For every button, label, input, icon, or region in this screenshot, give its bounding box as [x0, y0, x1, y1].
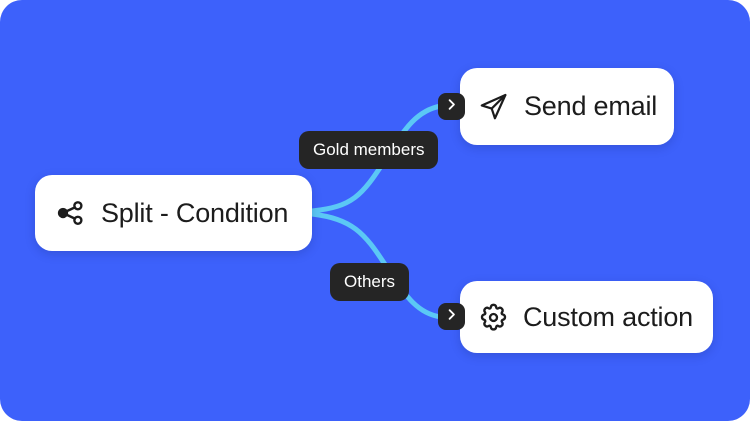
port-send-email[interactable]	[438, 93, 465, 120]
node-custom-action-label: Custom action	[523, 301, 693, 332]
port-custom-action[interactable]	[438, 303, 465, 330]
node-custom-action[interactable]: Custom action	[460, 281, 713, 353]
gear-icon	[478, 302, 509, 333]
edge-label-others[interactable]: Others	[330, 263, 410, 301]
node-send-email[interactable]: Send email	[460, 68, 674, 145]
chevron-right-icon	[445, 98, 458, 116]
share-split-icon	[56, 198, 86, 228]
chevron-right-icon	[445, 308, 458, 326]
node-send-email-label: Send email	[524, 91, 658, 121]
edge-label-gold-members[interactable]: Gold members	[299, 131, 439, 169]
node-split-condition-label: Split - Condition	[101, 197, 289, 228]
node-split-condition[interactable]: Split - Condition	[35, 175, 312, 251]
paper-plane-icon	[478, 91, 509, 122]
